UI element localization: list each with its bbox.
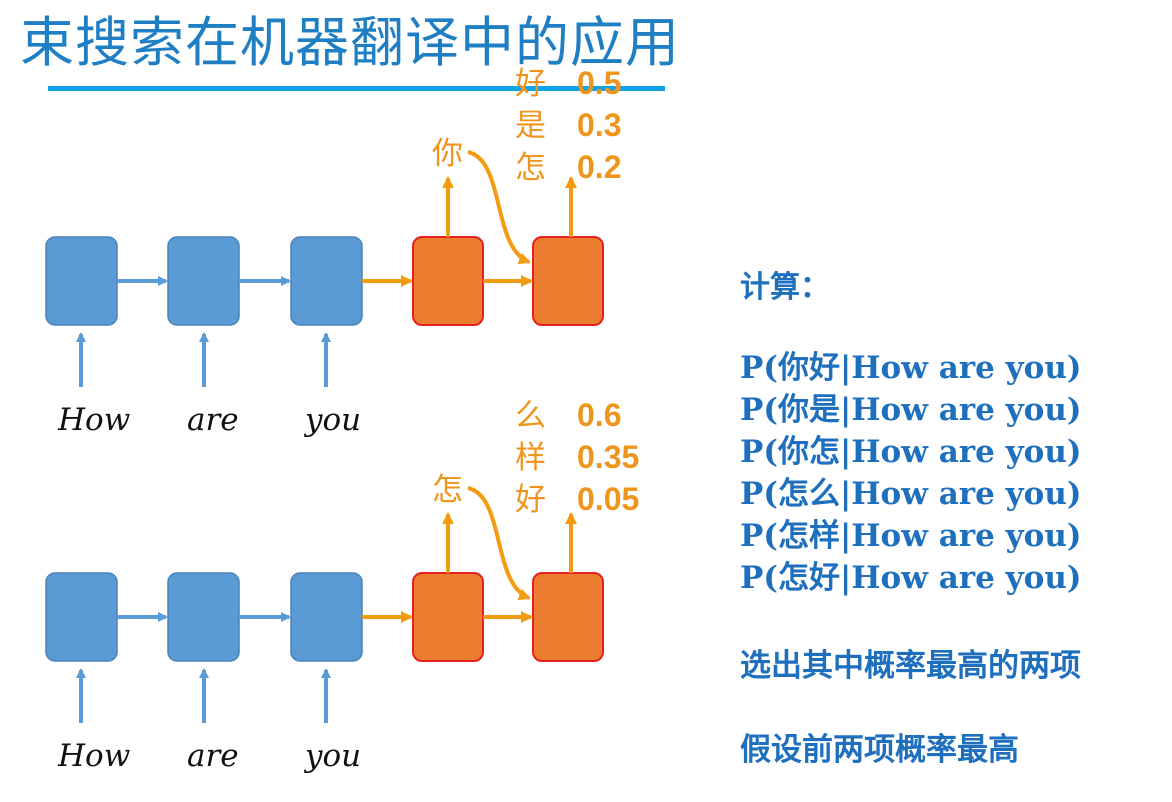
picked-word: 怎 <box>432 472 463 508</box>
feedback-arrow <box>467 486 531 601</box>
decoder-cell <box>412 572 484 662</box>
input-word-you: you <box>305 402 362 438</box>
diagram-2 <box>45 486 604 723</box>
calc-heading: 计算： <box>740 270 830 305</box>
input-word-are: are <box>187 738 239 774</box>
input-word-you: you <box>305 738 362 774</box>
page-title: 束搜索在机器翻译中的应用 <box>20 11 680 74</box>
encoder-cell <box>290 572 363 662</box>
encoder-cell <box>167 572 240 662</box>
encoder-cell <box>45 572 118 662</box>
candidate-word: 样 <box>515 440 546 476</box>
candidate-row: 怎 0.2 <box>515 142 621 187</box>
probability-item: P(怎好|How are you) <box>740 560 1082 596</box>
decoder-cell <box>412 236 484 326</box>
title-underline <box>48 86 665 91</box>
decoder-cell <box>532 236 604 326</box>
assume-top-two-note: 假设前两项概率最高 <box>740 732 1019 768</box>
probability-item: P(你好|How are you) <box>740 350 1082 386</box>
candidate-row: 好 0.5 <box>515 58 621 103</box>
input-word-are: are <box>187 402 239 438</box>
candidate-row: 好 0.05 <box>515 474 639 519</box>
candidate-word: 好 <box>515 66 546 102</box>
candidate-prob: 0.5 <box>577 65 622 101</box>
probability-list: P(你好|How are you) P(你是|How are you) P(你怎… <box>740 347 1082 599</box>
candidate-row: 么 0.6 <box>515 390 621 435</box>
candidate-prob: 0.2 <box>577 149 622 185</box>
candidate-row: 是 0.3 <box>515 100 621 145</box>
candidate-prob: 0.35 <box>577 439 640 475</box>
candidate-row: 样 0.35 <box>515 432 639 477</box>
candidate-word: 怎 <box>515 150 546 186</box>
input-word-how: How <box>58 402 131 438</box>
feedback-arrow <box>467 150 531 265</box>
candidate-word: 好 <box>515 482 546 518</box>
probability-item: P(你怎|How are you) <box>740 434 1082 470</box>
probability-item: P(怎样|How are you) <box>740 518 1082 554</box>
candidate-prob: 0.05 <box>577 481 640 517</box>
probability-item: P(你是|How are you) <box>740 392 1082 428</box>
encoder-cell <box>45 236 118 326</box>
candidate-word: 是 <box>515 108 546 144</box>
candidate-word: 么 <box>515 398 546 434</box>
probability-item: P(怎么|How are you) <box>740 476 1082 512</box>
encoder-cell <box>290 236 363 326</box>
decoder-cell <box>532 572 604 662</box>
candidate-prob: 0.3 <box>577 107 622 143</box>
picked-word: 你 <box>432 136 463 172</box>
diagram-1 <box>45 150 604 387</box>
encoder-cell <box>167 236 240 326</box>
candidate-prob: 0.6 <box>577 397 622 433</box>
select-top-two-note: 选出其中概率最高的两项 <box>740 648 1081 684</box>
input-word-how: How <box>58 738 131 774</box>
